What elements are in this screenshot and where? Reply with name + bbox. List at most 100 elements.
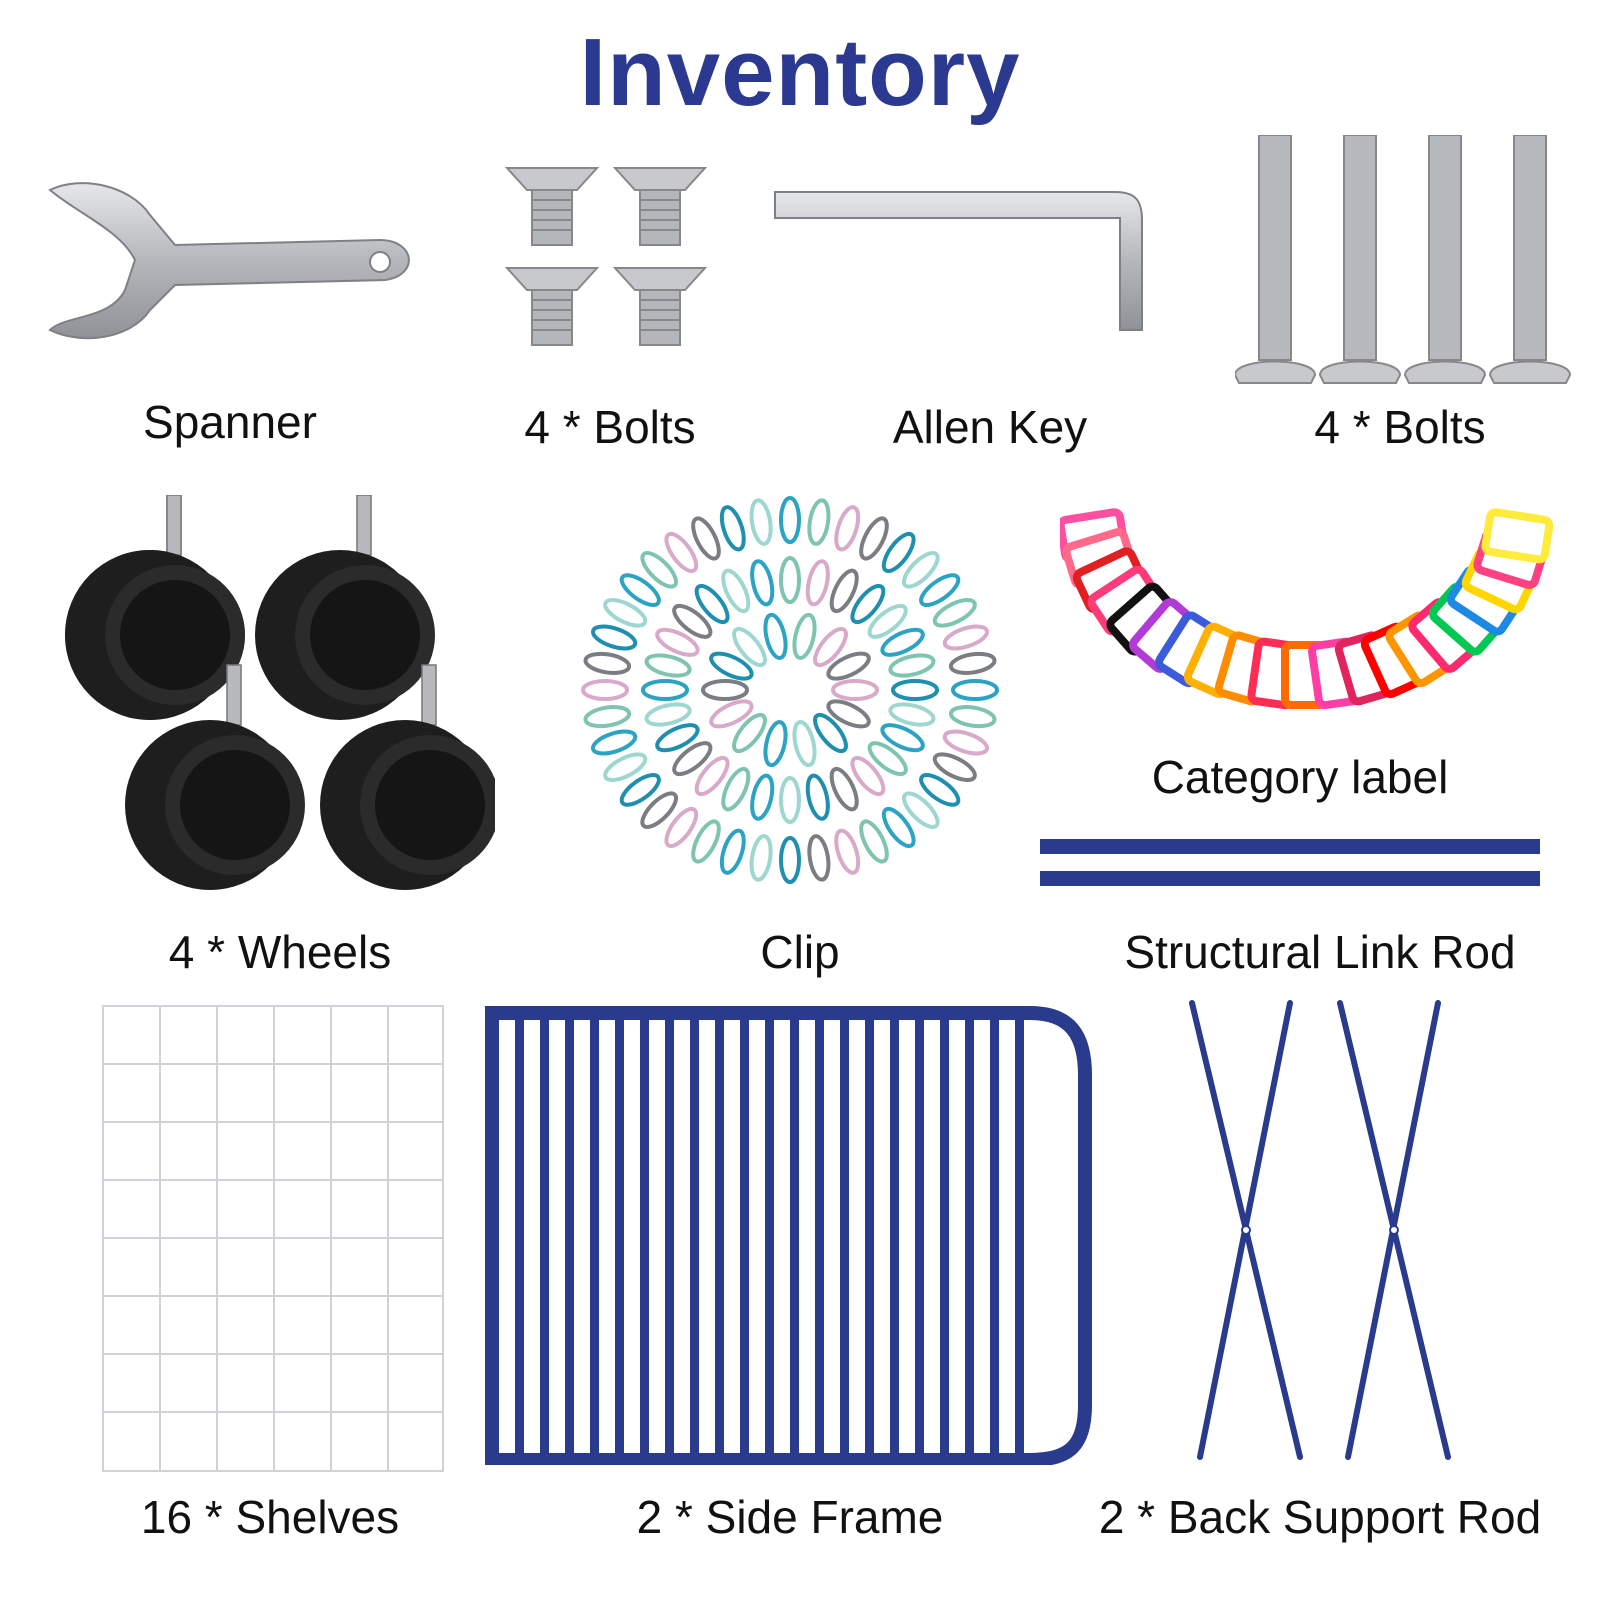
clip-piece (691, 819, 721, 864)
clip-piece (932, 597, 977, 628)
wheels-label: 4 * Wheels (168, 926, 392, 978)
clip-piece (694, 755, 730, 797)
frame-bar (590, 1013, 599, 1460)
clip-piece (750, 559, 775, 607)
frame-bar (940, 1013, 949, 1460)
clip-piece (829, 766, 859, 812)
clip-piece (779, 496, 801, 544)
clip-piece (719, 505, 746, 552)
clip-piece (590, 729, 638, 756)
long-bolt-icon (1235, 135, 1571, 384)
clip-piece (694, 583, 730, 625)
clip-piece (655, 627, 700, 657)
clip-piece (888, 702, 936, 727)
clip-piece (951, 679, 999, 701)
tag-piece (1481, 508, 1554, 564)
wire-grid-icon (102, 1005, 444, 1472)
clip-piece (583, 651, 632, 675)
clip-piece (807, 834, 831, 882)
clip-piece (888, 653, 936, 678)
frame-bar (490, 1013, 499, 1460)
frame-bar (515, 1013, 524, 1460)
clip-piece (792, 720, 817, 768)
clip-piece (807, 498, 831, 546)
clip-piece (672, 741, 713, 777)
rod-icon (1040, 839, 1540, 886)
tag-icon (1060, 508, 1554, 710)
clip-piece (948, 651, 997, 675)
frame-bar (540, 1013, 549, 1460)
link-rod-label: Structural Link Rod (1124, 926, 1516, 978)
shelves-label: 16 * Shelves (140, 1491, 400, 1543)
allen-key-icon (774, 191, 1143, 331)
clip-piece (919, 773, 961, 807)
clip-piece (880, 627, 925, 657)
clip-piece (829, 568, 859, 614)
bolts-long-label: 4 * Bolts (1314, 401, 1486, 453)
clip-piece (880, 723, 925, 753)
caster-wheel-icon (64, 495, 495, 891)
clip-piece (749, 834, 773, 882)
clip-piece (732, 712, 767, 754)
clip-piece (750, 773, 775, 821)
allen-key-label: Allen Key (892, 401, 1088, 453)
clip-piece (719, 828, 746, 875)
category-label-text: Category label (1151, 751, 1449, 803)
frame-bar (915, 1013, 924, 1460)
frame-bar (615, 1013, 624, 1460)
clip-piece (834, 505, 861, 552)
frame-bar (865, 1013, 874, 1460)
page-title: Inventory (579, 19, 1021, 126)
clip-piece (655, 723, 700, 753)
clip-piece (763, 612, 788, 660)
frame-bar (815, 1013, 824, 1460)
frame-bar (1015, 1013, 1024, 1460)
clip-piece (721, 766, 751, 812)
clip-piece (763, 720, 788, 768)
clip-piece (901, 791, 940, 830)
clip-piece (919, 573, 961, 607)
side-frame-label: 2 * Side Frame (636, 1491, 944, 1543)
back-rod-label: 2 * Back Support Rod (1098, 1491, 1542, 1543)
clip-piece (813, 626, 848, 668)
clip-piece (581, 679, 629, 701)
clip-piece (672, 603, 713, 639)
clip-piece (826, 651, 871, 681)
clip-piece (850, 755, 886, 797)
clip-piece (641, 679, 689, 701)
clip-piece (867, 741, 908, 777)
clip-piece (881, 531, 916, 574)
frame-bar (765, 1013, 774, 1460)
clip-piece (709, 699, 754, 729)
clip-label: Clip (760, 926, 840, 978)
clip-piece (792, 612, 817, 660)
clip-piece (640, 550, 679, 589)
clip-piece (867, 603, 908, 639)
frame-bar (690, 1013, 699, 1460)
spanner-label: Spanner (143, 396, 317, 448)
clip-piece (664, 531, 699, 574)
clip-piece (603, 597, 648, 628)
clip-piece (732, 626, 767, 668)
clip-piece (948, 705, 997, 729)
spanner-icon (48, 182, 410, 340)
clip-piece (721, 568, 751, 614)
side-frame-icon (485, 1006, 1092, 1465)
clip-piece (640, 791, 679, 830)
clip-piece (709, 651, 754, 681)
clip-piece (834, 828, 861, 875)
frame-bar (990, 1013, 999, 1460)
clip-piece (644, 702, 692, 727)
frame-bar (790, 1013, 799, 1460)
clip-piece (850, 583, 886, 625)
clip-piece (619, 773, 661, 807)
clip-piece (813, 712, 848, 754)
clip-piece (901, 550, 940, 589)
clip-piece (831, 679, 879, 701)
clip-piece (603, 752, 648, 783)
clip-piece (859, 819, 889, 864)
frame-bar (740, 1013, 749, 1460)
frame-bar (665, 1013, 674, 1460)
clip-piece (881, 806, 916, 849)
clip-piece (891, 679, 939, 701)
